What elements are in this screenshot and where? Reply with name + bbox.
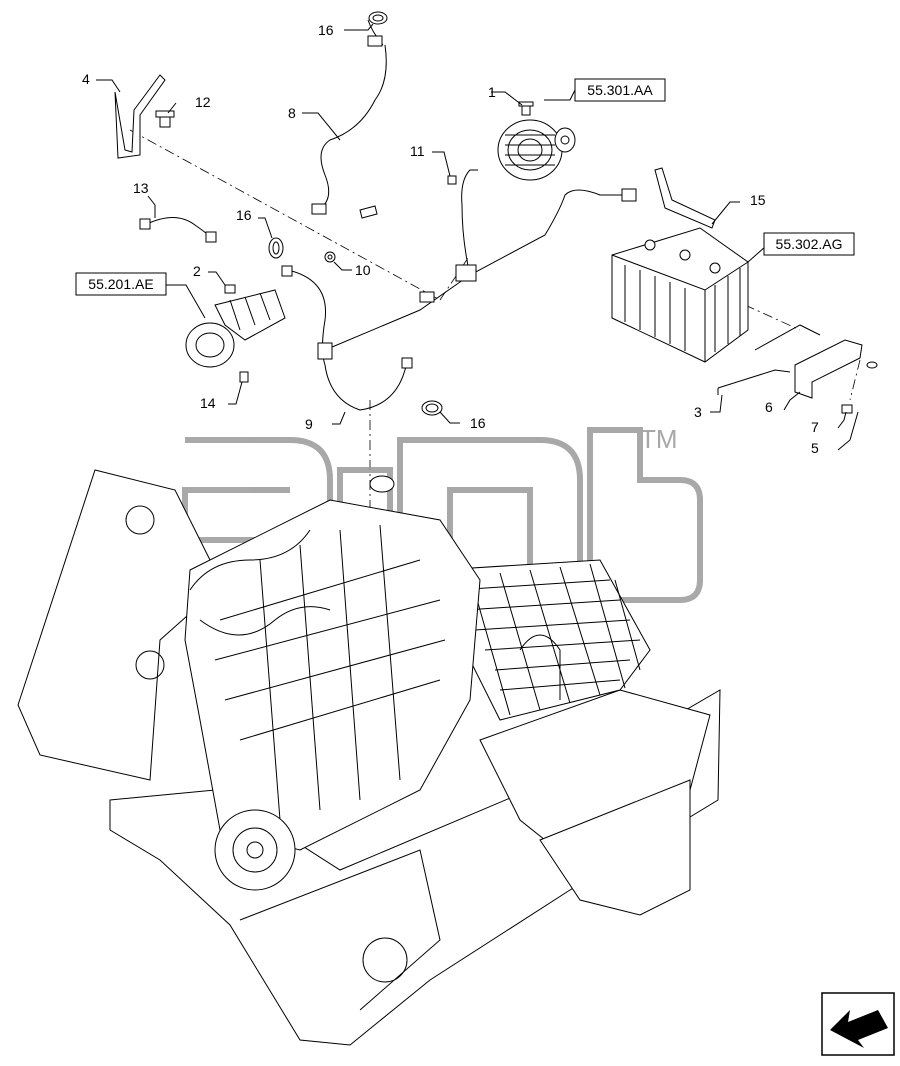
nut-10 <box>324 251 336 263</box>
callout-16-bottom: 16 <box>470 415 486 431</box>
wire-harness-13 <box>139 217 217 243</box>
callout-9: 9 <box>305 416 313 432</box>
bolt-1 <box>518 101 534 116</box>
leader-lines <box>96 23 859 451</box>
reference-battery-label: 55.302.AG <box>776 236 843 252</box>
callout-14: 14 <box>200 395 216 411</box>
alternator <box>497 119 576 181</box>
starter-motor <box>185 284 286 383</box>
trademark-symbol: TM <box>640 424 678 454</box>
callout-7: 7 <box>811 419 819 435</box>
reference-starter-label: 55.201.AE <box>88 276 153 292</box>
callout-1: 1 <box>488 84 496 100</box>
nut-11 <box>447 175 457 185</box>
hold-down-bracket-6 <box>754 324 863 399</box>
mounting-bracket <box>114 74 166 159</box>
reference-battery[interactable]: 55.302.AG <box>763 232 855 256</box>
callout-11: 11 <box>410 143 425 159</box>
callout-2: 2 <box>193 263 201 279</box>
machine-frame <box>17 469 721 1046</box>
battery <box>611 227 749 363</box>
callout-13: 13 <box>133 180 149 196</box>
callout-labels: 1 2 3 4 5 6 7 8 9 10 11 12 13 14 15 16 1… <box>82 22 819 456</box>
callout-16-top: 16 <box>318 22 334 38</box>
callout-10: 10 <box>355 262 371 278</box>
callout-12: 12 <box>195 94 211 110</box>
engine-assembly <box>184 475 641 891</box>
radiator-grille <box>439 559 651 721</box>
battery-strap-15 <box>654 167 716 229</box>
callout-6: 6 <box>765 399 773 415</box>
callout-3: 3 <box>694 404 702 420</box>
bolt-7 <box>841 404 853 414</box>
callout-16-middle: 16 <box>236 207 252 223</box>
cable-8 <box>311 19 387 219</box>
battery-cable-9 <box>281 169 637 411</box>
callout-4: 4 <box>82 71 90 87</box>
reference-alternator[interactable]: 55.301.AA <box>574 78 666 102</box>
grommet-16-top <box>368 11 388 25</box>
washer-5 <box>866 361 878 369</box>
grommet-16-middle <box>268 237 284 259</box>
reference-starter[interactable]: 55.201.AE <box>75 272 167 296</box>
grommet-16-bottom <box>421 400 443 416</box>
callout-15: 15 <box>750 192 766 208</box>
hold-down-rod-3 <box>717 369 791 395</box>
bolt-12 <box>155 110 175 128</box>
callout-5: 5 <box>811 440 819 456</box>
reference-alternator-label: 55.301.AA <box>587 82 653 98</box>
direction-arrow-icon[interactable] <box>821 992 895 1056</box>
callout-8: 8 <box>288 105 296 121</box>
